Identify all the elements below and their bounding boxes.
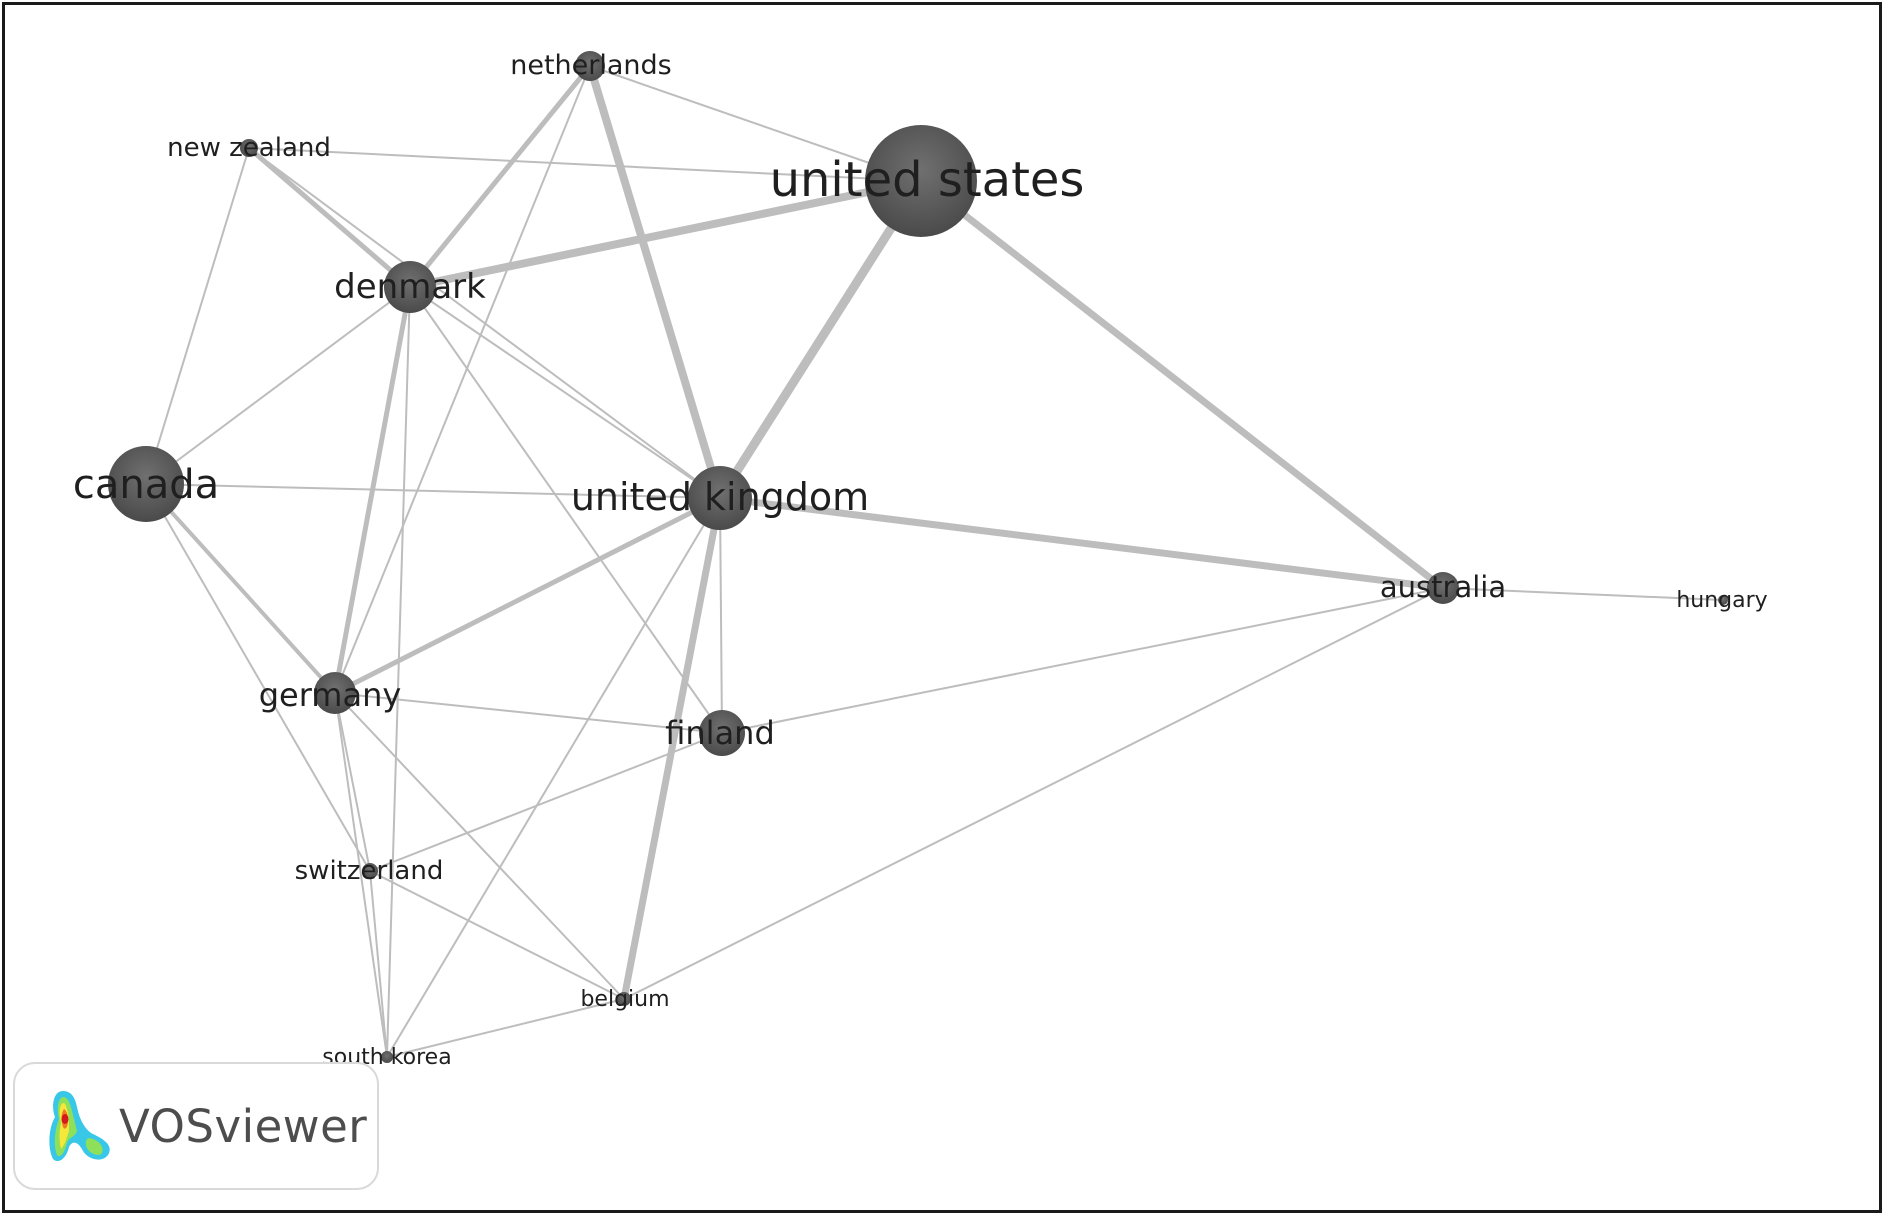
link-new-zealand-denmark	[246, 145, 413, 290]
link-canada-germany	[144, 482, 337, 695]
link-united-states-australia	[917, 177, 1447, 592]
node-belgium[interactable]	[617, 992, 631, 1006]
vosviewer-logo-text: VOSviewer	[119, 1099, 368, 1153]
link-denmark-finland	[409, 286, 723, 734]
link-germany-switzerland	[334, 692, 371, 872]
node-label-united-states: united states	[770, 152, 1085, 208]
labels-layer: united states united kingdom canada denmark…	[73, 50, 1768, 1070]
node-australia[interactable]	[1427, 572, 1459, 604]
node-label-australia: australia	[1380, 570, 1506, 604]
link-belgium-south-korea	[386, 998, 625, 1058]
link-switzerland-belgium	[369, 870, 625, 1000]
link-new-zealand-united-kingdom	[248, 147, 721, 499]
links-layer	[144, 62, 1724, 1058]
node-finland[interactable]	[699, 710, 745, 756]
link-denmark-united-kingdom	[409, 286, 721, 499]
link-united-states-netherlands	[589, 65, 922, 182]
link-netherlands-united-kingdom	[586, 62, 724, 502]
node-label-germany: germany	[259, 676, 402, 714]
link-netherlands-germany	[334, 65, 591, 694]
nodes-layer	[108, 51, 1728, 1063]
node-denmark[interactable]	[384, 261, 436, 313]
link-united-states-united-kingdom	[715, 176, 926, 503]
node-new-zealand[interactable]	[240, 139, 258, 157]
node-label-hungary: hungary	[1676, 588, 1767, 613]
vosviewer-heatmap-icon	[49, 1091, 110, 1162]
link-netherlands-denmark	[407, 63, 593, 290]
node-label-new-zealand: new zealand	[167, 133, 331, 163]
link-united-kingdom-germany	[332, 495, 723, 696]
node-canada[interactable]	[108, 446, 184, 522]
vosviewer-logo: VOSviewer	[13, 1062, 379, 1190]
node-label-switzerland: switzerland	[295, 856, 444, 886]
node-united-kingdom[interactable]	[688, 466, 752, 530]
link-canada-united-kingdom	[145, 483, 721, 499]
node-netherlands[interactable]	[575, 51, 605, 81]
node-label-belgium: belgium	[580, 987, 669, 1012]
link-united-kingdom-australia	[716, 494, 1447, 592]
node-hungary[interactable]	[1718, 595, 1728, 605]
node-label-united-kingdom: united kingdom	[571, 475, 869, 519]
link-united-kingdom-belgium	[620, 494, 724, 1003]
link-finland-switzerland	[369, 732, 723, 872]
node-label-canada: canada	[73, 462, 219, 508]
node-label-finland: finland	[665, 714, 775, 752]
node-south-korea[interactable]	[381, 1051, 393, 1063]
link-belgium-australia	[623, 587, 1444, 1000]
link-denmark-south-korea	[386, 286, 411, 1058]
node-label-netherlands: netherlands	[510, 50, 672, 81]
link-united-kingdom-south-korea	[386, 497, 721, 1058]
link-united-kingdom-finland	[719, 497, 723, 734]
link-new-zealand-canada	[145, 147, 250, 485]
link-denmark-canada	[145, 286, 411, 485]
link-united-states-denmark	[406, 177, 925, 291]
link-germany-south-korea	[334, 692, 388, 1058]
node-germany[interactable]	[314, 672, 356, 714]
link-united-states-new-zealand	[248, 147, 922, 182]
node-label-denmark: denmark	[334, 267, 486, 307]
node-united-states[interactable]	[865, 125, 977, 237]
node-switzerland[interactable]	[362, 863, 378, 879]
link-finland-australia	[721, 587, 1444, 734]
link-australia-hungary	[1442, 587, 1724, 601]
link-switzerland-south-korea	[369, 870, 388, 1058]
link-germany-finland	[334, 692, 723, 734]
link-germany-belgium	[334, 692, 625, 1000]
link-canada-switzerland	[145, 483, 371, 872]
